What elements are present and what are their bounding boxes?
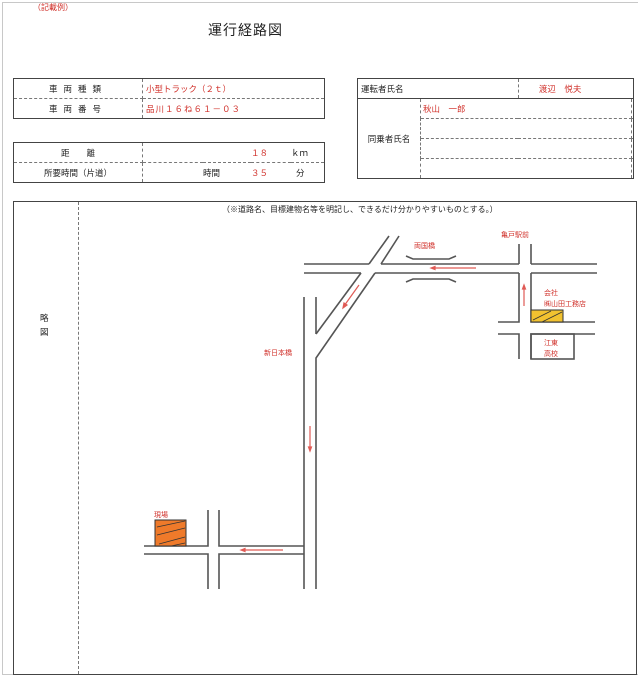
ryogoku-bridge-label: 両国橋 (414, 241, 435, 250)
site-label: 現場 (154, 510, 168, 519)
site-building-icon (154, 519, 187, 547)
school-label-line2: 高校 (544, 349, 558, 358)
minutes-value[interactable]: ３５ (251, 168, 269, 179)
map-label-column: 略 図 (14, 202, 79, 674)
crew-table: 運転者氏名 渡辺 悦夫 同乗者氏名 秋山 一郎 (357, 78, 634, 179)
route-arrows (239, 265, 527, 553)
passenger-cell[interactable] (420, 118, 632, 139)
driver-name[interactable]: 渡辺 悦夫 (518, 78, 634, 99)
distance-unit: ｋｍ (291, 142, 325, 163)
route-map: 両国橋 亀戸駅前 会社 ㈱山田工務店 江東 高校 新日本橋 現場 (144, 230, 597, 589)
driver-label: 運転者氏名 (357, 78, 519, 99)
passenger-label: 同乗者氏名 (357, 98, 421, 179)
arrow-left-icon (239, 547, 246, 553)
vehicle-number-value[interactable]: 品川１６ね６１－０３ (146, 104, 242, 115)
roads (144, 235, 597, 589)
vehicle-type-value[interactable]: 小型トラック（２ｔ） (142, 78, 325, 99)
vehicle-number-label: 車両番号 (13, 98, 143, 119)
passenger-cell[interactable] (631, 118, 634, 139)
map-instruction-note: （※道路名、目標建物名等を明記し、できるだけ分かりやすいものとする。） (222, 205, 498, 214)
shin-nihonbashi-label: 新日本橋 (264, 348, 292, 357)
map-side-label-1: 略 (40, 314, 49, 324)
page-title: 運行経路図 (208, 23, 283, 39)
distance-label: 距 離 (13, 142, 143, 163)
passenger-cell[interactable] (631, 138, 634, 159)
time-label: 所要時間（片道） (13, 162, 143, 183)
passenger-cell[interactable] (420, 158, 632, 179)
map-side-label-2: 図 (40, 328, 49, 338)
company-label-line2: ㈱山田工務店 (544, 299, 586, 308)
vehicle-table: 車両種類 小型トラック（２ｔ） 車両番号 品川１６ね６１－０３ (13, 78, 325, 119)
hours-label: 時間 (203, 168, 221, 179)
vehicle-type-label: 車両種類 (13, 78, 143, 99)
passenger-cell[interactable] (631, 98, 634, 119)
arrow-down-left-icon (342, 302, 349, 310)
distance-value[interactable]: １８ (251, 142, 291, 163)
passenger-cell[interactable] (420, 138, 632, 159)
school-label-line1: 江東 (544, 338, 558, 347)
company-label-line1: 会社 (544, 288, 558, 297)
distance-table: 距 離 １８ ｋｍ 所要時間（片道） 時間 ３５ 分 (13, 142, 325, 183)
kameido-station-label: 亀戸駅前 (501, 230, 529, 239)
example-note: （記載例） (33, 3, 73, 12)
arrow-left-icon (429, 265, 436, 271)
minutes-unit: 分 (296, 168, 305, 179)
passenger-cell[interactable]: 秋山 一郎 (420, 98, 632, 119)
arrow-up-icon (521, 283, 527, 290)
arrow-down-icon (307, 446, 313, 453)
route-map-box: 略 図 （※道路名、目標建物名等を明記し、できるだけ分かりやすいものとする。） (13, 201, 637, 675)
company-building-icon (530, 309, 564, 323)
passenger-cell[interactable] (631, 159, 633, 179)
